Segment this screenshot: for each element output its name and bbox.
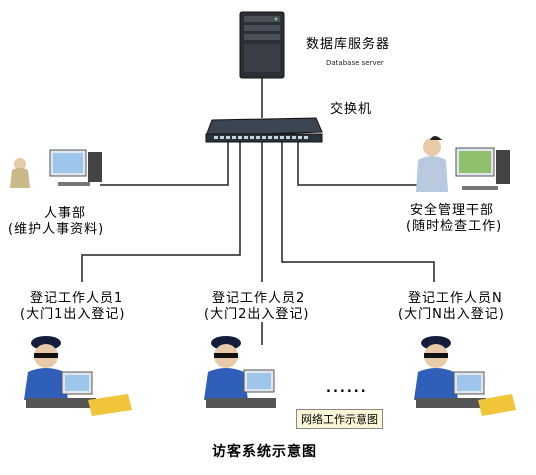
hr-duty: (维护人事资料) [8, 222, 105, 237]
hr-workstation-icon [10, 149, 102, 188]
registrar-station-N-icon [414, 336, 516, 416]
registrar-N-duty: (大门N出入登记) [398, 307, 505, 322]
connection-lines [81, 78, 435, 345]
registrar-1-name: 登记工作人员1 [30, 291, 124, 306]
security-manager-workstation-icon [416, 136, 510, 192]
registrar-station-1-icon [24, 336, 132, 416]
ellipsis: ...... [326, 381, 368, 396]
server-sublabel: Database server [326, 59, 384, 67]
registrar-1-duty: (大门1出入登记) [20, 307, 126, 322]
database-server-icon [239, 11, 285, 79]
switch-registrar1-line [81, 142, 241, 282]
switch-security-line [297, 137, 420, 186]
security-duty: (随时检查工作) [406, 219, 503, 234]
switch-hr-line [100, 137, 229, 186]
registrar-2-name: 登记工作人员2 [212, 291, 306, 306]
registrar-N-name: 登记工作人员N [408, 291, 503, 306]
server-label: 数据库服务器 [306, 37, 391, 52]
network-diagram-note: 网络工作示意图 [296, 409, 383, 429]
diagram-caption: 访客系统示意图 [212, 444, 317, 460]
switch-registrarN-line [281, 142, 435, 282]
registrar-2-duty: (大门2出入登记) [204, 307, 310, 322]
security-name: 安全管理干部 [410, 203, 495, 218]
switch-label: 交换机 [330, 102, 373, 117]
registrar-station-2-icon [204, 336, 276, 408]
hr-name: 人事部 [44, 206, 87, 221]
network-switch-icon [205, 117, 323, 143]
